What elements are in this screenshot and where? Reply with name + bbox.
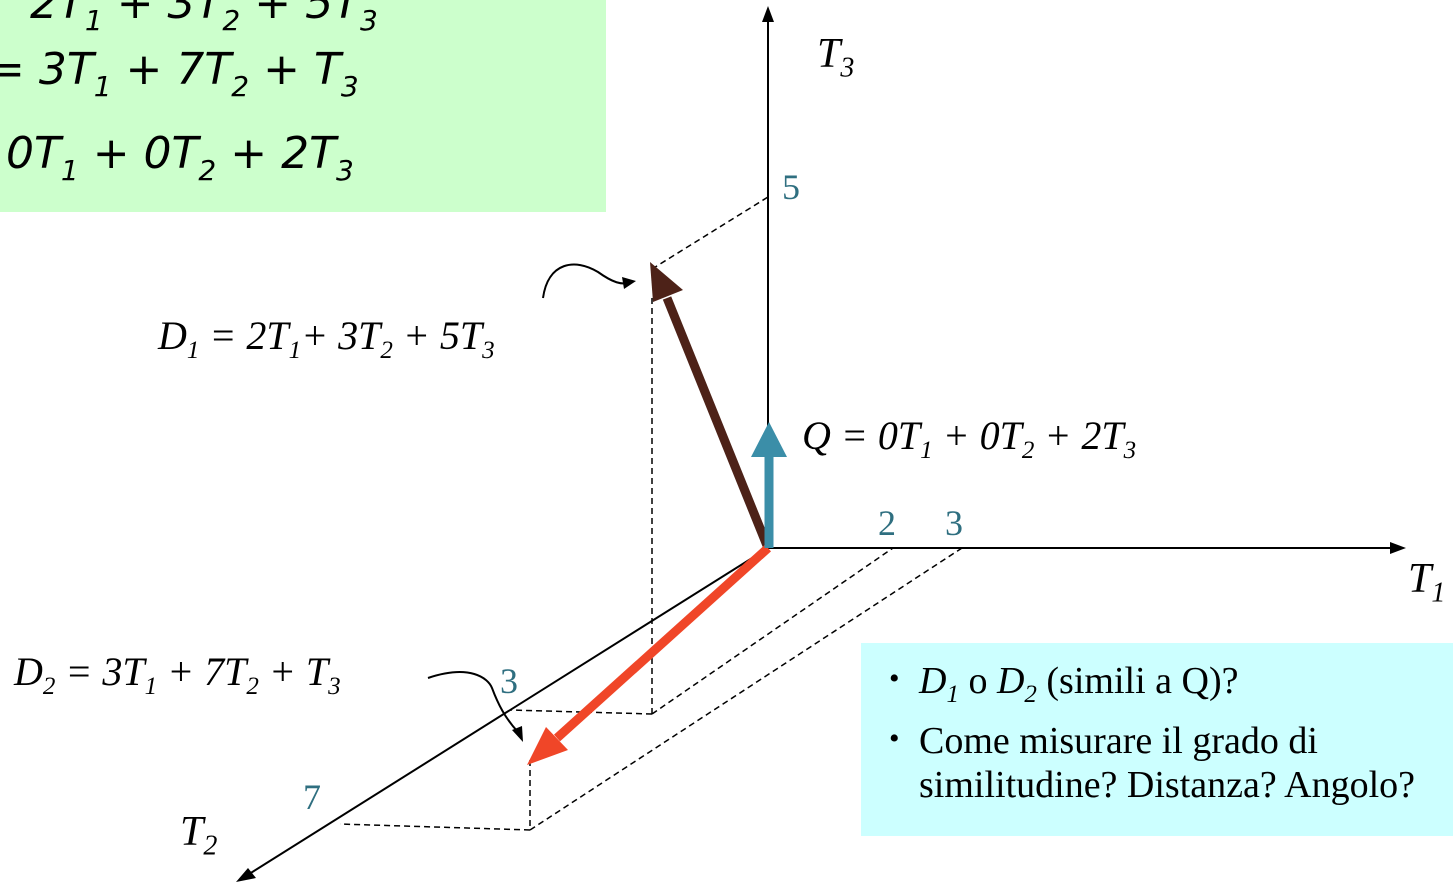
t2-tick-7: 7 [303,777,321,817]
t1-axis-label: T1 [1408,556,1446,609]
t2-axis-label: T2 [180,809,218,862]
question-box: • D1 o D2 (simili a Q)? • Come misurare … [861,643,1453,836]
t2-axis [245,547,769,877]
formula-q: 0T1 + 0T2 + 2T3 [6,128,354,187]
d1-vector-arrowhead [650,262,683,302]
t3-axis-arrowhead [762,6,774,22]
d2-vector [553,544,772,742]
d1-vector [662,296,773,550]
q-vector-arrowhead [751,422,787,457]
q-label: Q = 0T1 + 0T2 + 2T3 [802,413,1137,464]
d2-callout-arrowhead [512,726,523,742]
t1-tick-3: 3 [945,503,963,543]
t1-axis-arrowhead [1390,542,1406,554]
t3-axis-label: T3 [817,31,855,84]
d1-proj-to-t1 [651,547,894,715]
formula-d1: 2T1 + 3T2 + 5T3 [30,0,378,37]
bullet-icon: • [889,662,900,695]
question-item-2-continued: similitudine? Distanza? Angolo? [919,764,1416,806]
d2-proj-to-t1 [529,547,963,831]
document-formulas-box: 2T1 + 3T2 + 5T3 = 3T1 + 7T2 + T3 0T1 + 0… [0,0,606,212]
t1-tick-2: 2 [878,503,896,543]
t2-tick-3: 3 [500,661,518,701]
formula-d2: = 3T1 + 7T2 + T3 [0,44,359,103]
t3-tick-5: 5 [782,167,800,207]
d1-callout-arrowhead [622,277,636,289]
question-item-1: • D1 o D2 (simili a Q)? [889,660,1239,708]
d2-callout-curve [427,671,519,733]
d1-callout-curve [542,263,633,299]
question-item-2: • Come misurare il grado di [889,720,1318,762]
d2-proj-to-t2 [339,823,531,831]
bullet-icon: • [889,722,900,755]
d2-vector-arrowhead [527,727,568,765]
t2-axis-arrowhead [236,868,256,882]
d1-label: D1 = 2T1+ 3T2 + 5T3 [158,313,495,364]
d2-label: D2 = 3T1 + 7T2 + T3 [14,649,341,700]
d1-proj-t3 [651,196,769,270]
